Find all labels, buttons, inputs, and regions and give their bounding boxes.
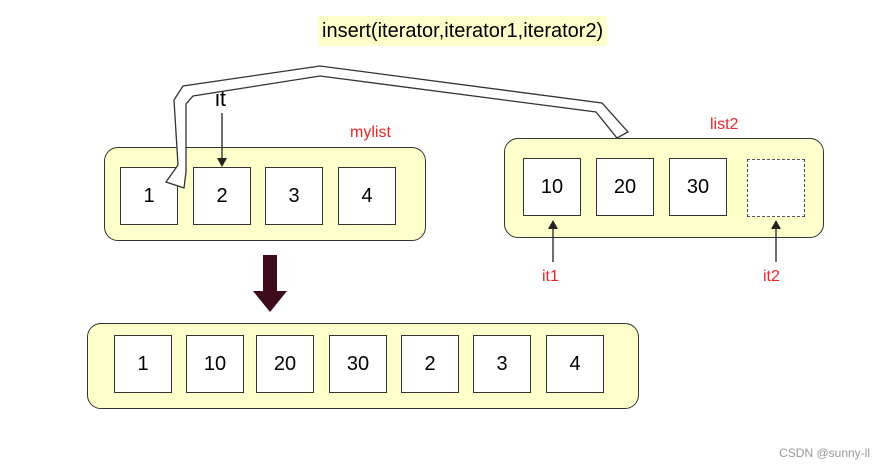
result-cell-20: 20 (256, 335, 314, 393)
result-cell-3: 3 (473, 335, 531, 393)
it2-label: it2 (763, 268, 780, 285)
it1-label: it1 (542, 268, 559, 285)
result-cell-10: 10 (186, 335, 244, 393)
list2-cell-30: 30 (669, 158, 727, 216)
list2-cell-20: 20 (596, 158, 654, 216)
mylist-cell-2: 2 (193, 167, 251, 225)
list2-label: list2 (710, 116, 739, 133)
result-cell-1: 1 (114, 335, 172, 393)
result-down-arrow (253, 255, 287, 312)
result-cell-30: 30 (329, 335, 387, 393)
mylist-cell-1: 1 (120, 167, 178, 225)
mylist-cell-4: 4 (338, 167, 396, 225)
mylist-cell-3: 3 (265, 167, 323, 225)
result-cell-2: 2 (401, 335, 459, 393)
diagram-title: insert(iterator,iterator1,iterator2) (318, 16, 608, 46)
it-label: it (215, 86, 226, 111)
list2-end-cell (747, 159, 805, 217)
list2-cell-10: 10 (523, 158, 581, 216)
mylist-label: mylist (350, 124, 391, 141)
footer-watermark: CSDN @sunny-ll (779, 446, 870, 460)
result-cell-4: 4 (546, 335, 604, 393)
